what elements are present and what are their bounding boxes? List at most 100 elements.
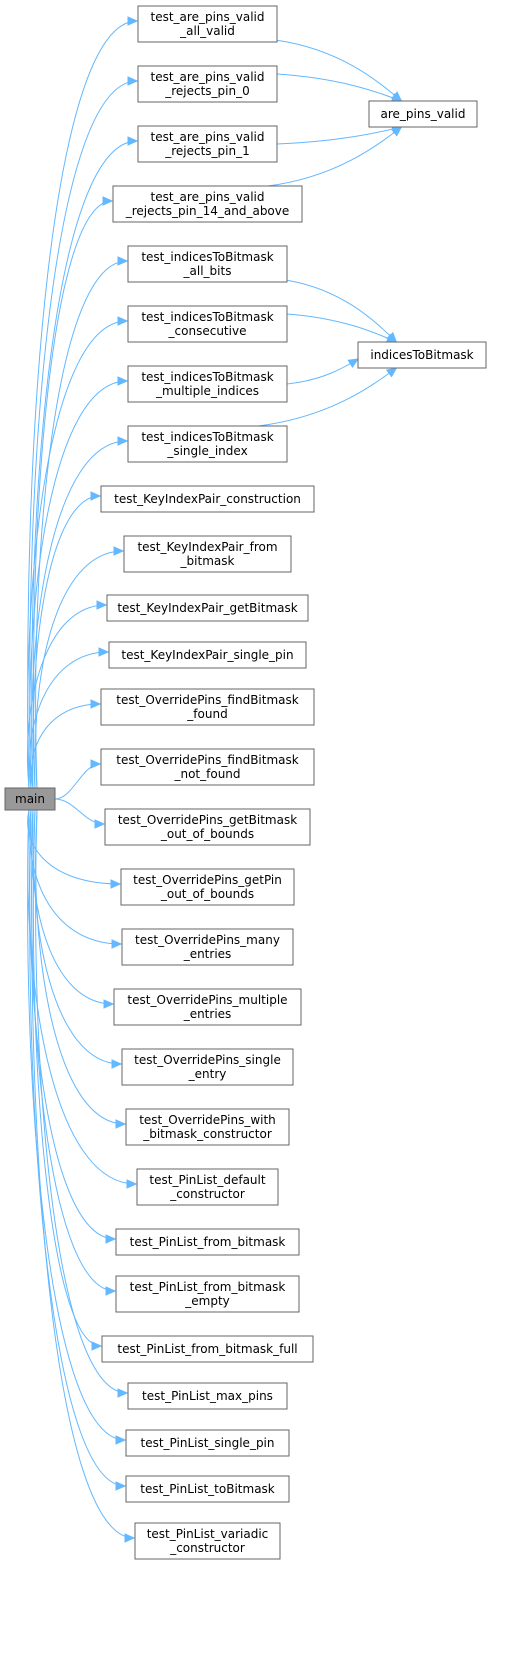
node-label-line: _empty: [184, 1294, 230, 1308]
node-t-op-with-bitmask[interactable]: test_OverridePins_with_bitmask_construct…: [125, 1108, 290, 1146]
nodes: maintest_are_pins_valid_all_validtest_ar…: [4, 5, 487, 1560]
node-t-pl-variadic[interactable]: test_PinList_variadic_constructor: [134, 1522, 281, 1560]
node-box[interactable]: [4, 787, 56, 811]
node-label-line: test_are_pins_valid: [151, 190, 265, 204]
node-t-kip-getbitmask[interactable]: test_KeyIndexPair_getBitmask: [106, 594, 309, 622]
node-t-pl-single-pin[interactable]: test_PinList_single_pin: [125, 1429, 290, 1457]
node-label-line: _rejects_pin_0: [164, 84, 250, 98]
node-box[interactable]: [127, 305, 288, 343]
node-label-line: test_PinList_from_bitmask_full: [117, 1342, 297, 1356]
node-box[interactable]: [106, 594, 309, 622]
edge-t-rejects-pin-14-to-are-pins-valid: [267, 126, 402, 187]
edges: [26, 16, 403, 1543]
node-label-line: test_KeyIndexPair_getBitmask: [117, 601, 297, 615]
node-t-kip-construction[interactable]: test_KeyIndexPair_construction: [100, 485, 315, 513]
node-box[interactable]: [134, 1522, 281, 1560]
node-box[interactable]: [121, 928, 294, 966]
node-t-pl-tobitmask[interactable]: test_PinList_toBitmask: [125, 1475, 290, 1503]
node-label-line: test_OverridePins_with: [139, 1113, 276, 1127]
node-box[interactable]: [125, 1429, 290, 1457]
node-label-line: test_PinList_toBitmask: [140, 1482, 275, 1496]
node-t-op-find-found[interactable]: test_OverridePins_findBitmask_found: [100, 688, 315, 726]
node-t-pl-from-bitmask-full[interactable]: test_PinList_from_bitmask_full: [101, 1335, 314, 1363]
node-t-op-getpin-oob[interactable]: test_OverridePins_getPin_out_of_bounds: [120, 868, 295, 906]
arrowhead-main-to-t-op-getpin-oob: [110, 879, 122, 889]
edge-t-itb-multiple-to-indices-to-bitmask: [286, 358, 359, 385]
node-label-line: _out_of_bounds: [160, 887, 254, 901]
node-box[interactable]: [101, 1335, 314, 1363]
node-t-pl-from-bitmask-empty[interactable]: test_PinList_from_bitmask_empty: [115, 1275, 300, 1313]
node-t-rejects-pin-1[interactable]: test_are_pins_valid_rejects_pin_1: [137, 125, 278, 163]
node-box[interactable]: [123, 535, 292, 573]
node-t-kip-from-bitmask[interactable]: test_KeyIndexPair_from_bitmask: [123, 535, 292, 573]
node-label-line: test_are_pins_valid: [151, 70, 265, 84]
node-label-line: test_PinList_variadic: [147, 1527, 269, 1541]
edge-t-itb-single-to-indices-to-bitmask: [258, 367, 397, 427]
node-box[interactable]: [113, 988, 302, 1026]
node-box[interactable]: [368, 100, 478, 128]
edge-main-to-t-op-getpin-oob: [27, 809, 121, 885]
node-box[interactable]: [127, 425, 288, 463]
node-t-op-single[interactable]: test_OverridePins_single_entry: [121, 1048, 294, 1086]
node-box[interactable]: [137, 5, 278, 43]
node-t-op-getbitmask-oob[interactable]: test_OverridePins_getBitmask_out_of_boun…: [104, 808, 311, 846]
arrowhead-main-to-t-op-many: [111, 939, 123, 949]
arrowhead-main-to-t-op-find-found: [90, 699, 102, 709]
node-box[interactable]: [121, 1048, 294, 1086]
node-label-line: test_are_pins_valid: [151, 10, 265, 24]
arrowhead-main-to-t-itb-consecutive: [117, 316, 129, 326]
node-box[interactable]: [100, 688, 315, 726]
node-t-itb-multiple[interactable]: test_indicesToBitmask_multiple_indices: [127, 365, 288, 403]
node-indices-to-bitmask[interactable]: indicesToBitmask: [357, 341, 487, 369]
node-t-pl-max-pins[interactable]: test_PinList_max_pins: [127, 1382, 288, 1410]
node-box[interactable]: [137, 125, 278, 163]
edge-main-to-t-pl-max-pins: [35, 809, 128, 1394]
node-t-itb-single[interactable]: test_indicesToBitmask_single_index: [127, 425, 288, 463]
arrowhead-main-to-t-pl-default: [126, 1179, 138, 1189]
node-t-rejects-pin-14[interactable]: test_are_pins_valid_rejects_pin_14_and_a…: [112, 185, 303, 223]
node-label-line: main: [15, 792, 45, 806]
arrowhead-main-to-t-rejects-pin-14: [102, 196, 114, 206]
node-t-pl-default[interactable]: test_PinList_default_constructor: [136, 1168, 279, 1206]
node-box[interactable]: [120, 868, 295, 906]
node-box[interactable]: [136, 1168, 279, 1206]
node-are-pins-valid[interactable]: are_pins_valid: [368, 100, 478, 128]
node-box[interactable]: [127, 245, 288, 283]
arrowhead-main-to-t-kip-from-bitmask: [113, 546, 125, 556]
node-box[interactable]: [115, 1275, 300, 1313]
node-t-all-valid[interactable]: test_are_pins_valid_all_valid: [137, 5, 278, 43]
node-box[interactable]: [357, 341, 487, 369]
arrowhead-main-to-t-op-multiple: [103, 999, 115, 1009]
node-box[interactable]: [104, 808, 311, 846]
node-box[interactable]: [112, 185, 303, 223]
node-box[interactable]: [125, 1475, 290, 1503]
node-t-op-find-not-found[interactable]: test_OverridePins_findBitmask_not_found: [100, 748, 315, 786]
node-t-op-many[interactable]: test_OverridePins_many_entries: [121, 928, 294, 966]
node-main[interactable]: main: [4, 787, 56, 811]
edge-main-to-t-kip-construction: [32, 495, 101, 789]
node-label-line: _entry: [188, 1067, 227, 1081]
node-box[interactable]: [100, 485, 315, 513]
node-t-itb-consecutive[interactable]: test_indicesToBitmask_consecutive: [127, 305, 288, 343]
edge-main-to-t-kip-from-bitmask: [35, 550, 124, 789]
node-box[interactable]: [127, 365, 288, 403]
node-t-pl-from-bitmask[interactable]: test_PinList_from_bitmask: [115, 1228, 300, 1256]
node-box[interactable]: [100, 748, 315, 786]
arrowhead-main-to-t-op-getbitmask-oob: [94, 819, 106, 829]
node-label-line: test_OverridePins_getPin: [133, 873, 282, 887]
node-label-line: test_indicesToBitmask: [141, 430, 273, 444]
node-box[interactable]: [108, 641, 307, 669]
node-t-kip-single-pin[interactable]: test_KeyIndexPair_single_pin: [108, 641, 307, 669]
node-label-line: _single_index: [166, 444, 247, 458]
node-box[interactable]: [125, 1108, 290, 1146]
node-label-line: test_OverridePins_getBitmask: [118, 813, 297, 827]
node-box[interactable]: [115, 1228, 300, 1256]
node-box[interactable]: [137, 65, 278, 103]
node-t-itb-all-bits[interactable]: test_indicesToBitmask_all_bits: [127, 245, 288, 283]
node-label-line: _rejects_pin_14_and_above: [125, 204, 290, 218]
node-t-op-multiple[interactable]: test_OverridePins_multiple_entries: [113, 988, 302, 1026]
node-box[interactable]: [127, 1382, 288, 1410]
node-label-line: test_OverridePins_findBitmask: [116, 753, 298, 767]
node-t-rejects-pin-0[interactable]: test_are_pins_valid_rejects_pin_0: [137, 65, 278, 103]
edge-main-to-t-itb-multiple: [29, 380, 128, 789]
